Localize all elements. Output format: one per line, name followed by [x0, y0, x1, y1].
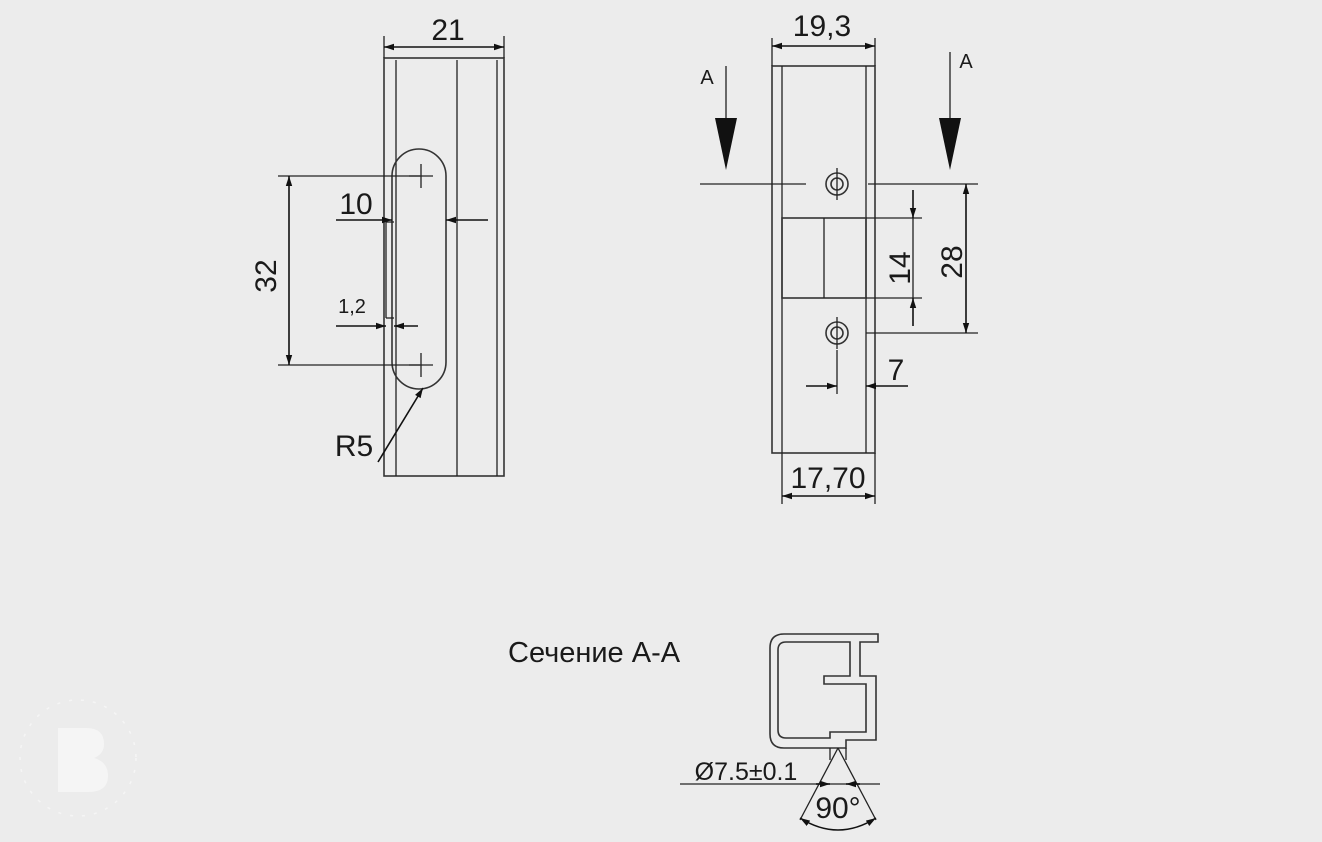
watermark-logo	[19, 699, 137, 817]
side-body	[771, 65, 876, 454]
dim-angle: 90°	[815, 792, 860, 825]
dim-slot-spacing: 32	[250, 259, 283, 292]
front-body	[383, 57, 505, 477]
dim-side-width-bottom: 17,70	[790, 462, 865, 495]
section-a-a: Сечение A-A Ø7.5±0.1 90°	[508, 633, 880, 831]
section-profile-outer	[769, 633, 879, 749]
dim-hole-offset: 7	[888, 354, 905, 387]
dim-hole-distance: 28	[936, 245, 969, 278]
bottom-hole	[825, 317, 849, 349]
section-arrow-right	[939, 118, 961, 170]
dim-edge-offset: 1,2	[338, 296, 366, 318]
dim-hole-diameter: Ø7.5±0.1	[695, 758, 798, 786]
section-mark-left: A	[700, 67, 714, 89]
front-view: 21 32 10 1,2 R5	[250, 14, 505, 477]
top-hole	[825, 168, 849, 200]
section-mark-right: A	[959, 51, 973, 73]
dim-slot-width: 10	[339, 188, 372, 221]
dim-radius: R5	[335, 430, 373, 463]
dim-side-width-top: 19,3	[793, 10, 851, 43]
section-title: Сечение A-A	[508, 637, 681, 669]
slot-outline	[391, 148, 447, 390]
section-profile-inner	[777, 641, 867, 739]
section-arrow-left	[715, 118, 737, 170]
dim-insert-height: 14	[884, 251, 917, 284]
side-view: A A 19,3 28 14 7 17,70	[700, 10, 978, 504]
dim-front-width: 21	[431, 14, 464, 47]
